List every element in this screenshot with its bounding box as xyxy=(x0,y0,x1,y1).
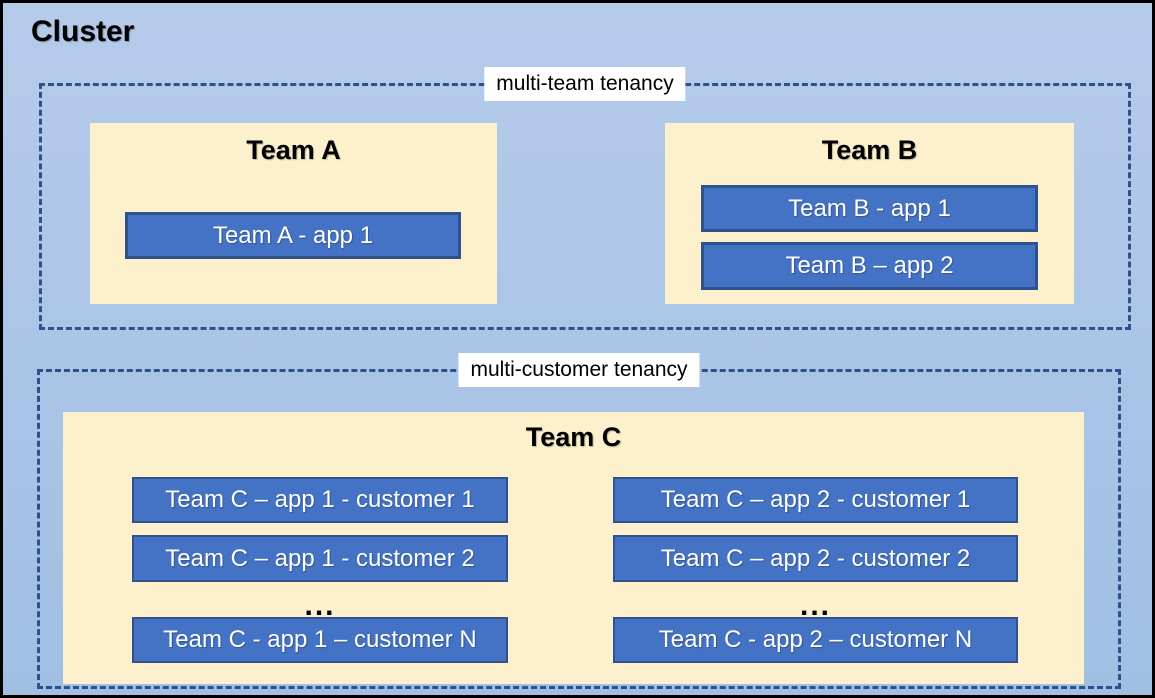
team-b-app-2-box: Team B – app 2 xyxy=(701,242,1038,290)
multi-customer-tenancy-group: multi-customer tenancy Team C Team C – a… xyxy=(37,353,1121,689)
multi-customer-tenancy-label: multi-customer tenancy xyxy=(458,353,700,387)
team-c-app-1-customer-1-box: Team C – app 1 - customer 1 xyxy=(132,477,508,523)
team-c-box: Team C Team C – app 1 - customer 1 Team … xyxy=(63,412,1084,684)
team-b-app-1-box: Team B - app 1 xyxy=(701,185,1038,232)
team-c-app-2-customer-n-box: Team C - app 2 – customer N xyxy=(613,617,1018,663)
team-b-title: Team B xyxy=(821,135,918,165)
team-a-box: Team A Team A - app 1 xyxy=(90,123,497,304)
cluster-title: Cluster xyxy=(31,15,135,48)
multi-team-tenancy-group: multi-team tenancy Team A Team A - app 1… xyxy=(39,67,1131,330)
team-c-app-2-customer-1-box: Team C – app 2 - customer 1 xyxy=(613,477,1018,523)
multi-team-tenancy-label: multi-team tenancy xyxy=(484,67,686,101)
team-c-app-2-ellipsis: ... xyxy=(799,588,831,622)
team-a-title: Team A xyxy=(246,135,341,165)
team-b-box: Team B Team B - app 1 Team B – app 2 xyxy=(665,123,1074,304)
team-a-app-1-box: Team A - app 1 xyxy=(125,212,461,259)
team-c-app-1-ellipsis: ... xyxy=(304,588,336,622)
team-c-app-1-customer-n-box: Team C - app 1 – customer N xyxy=(132,617,508,663)
team-c-title: Team C xyxy=(525,422,622,452)
team-c-app-1-customer-2-box: Team C – app 1 - customer 2 xyxy=(132,535,508,582)
team-c-app-2-customer-2-box: Team C – app 2 - customer 2 xyxy=(613,535,1018,582)
